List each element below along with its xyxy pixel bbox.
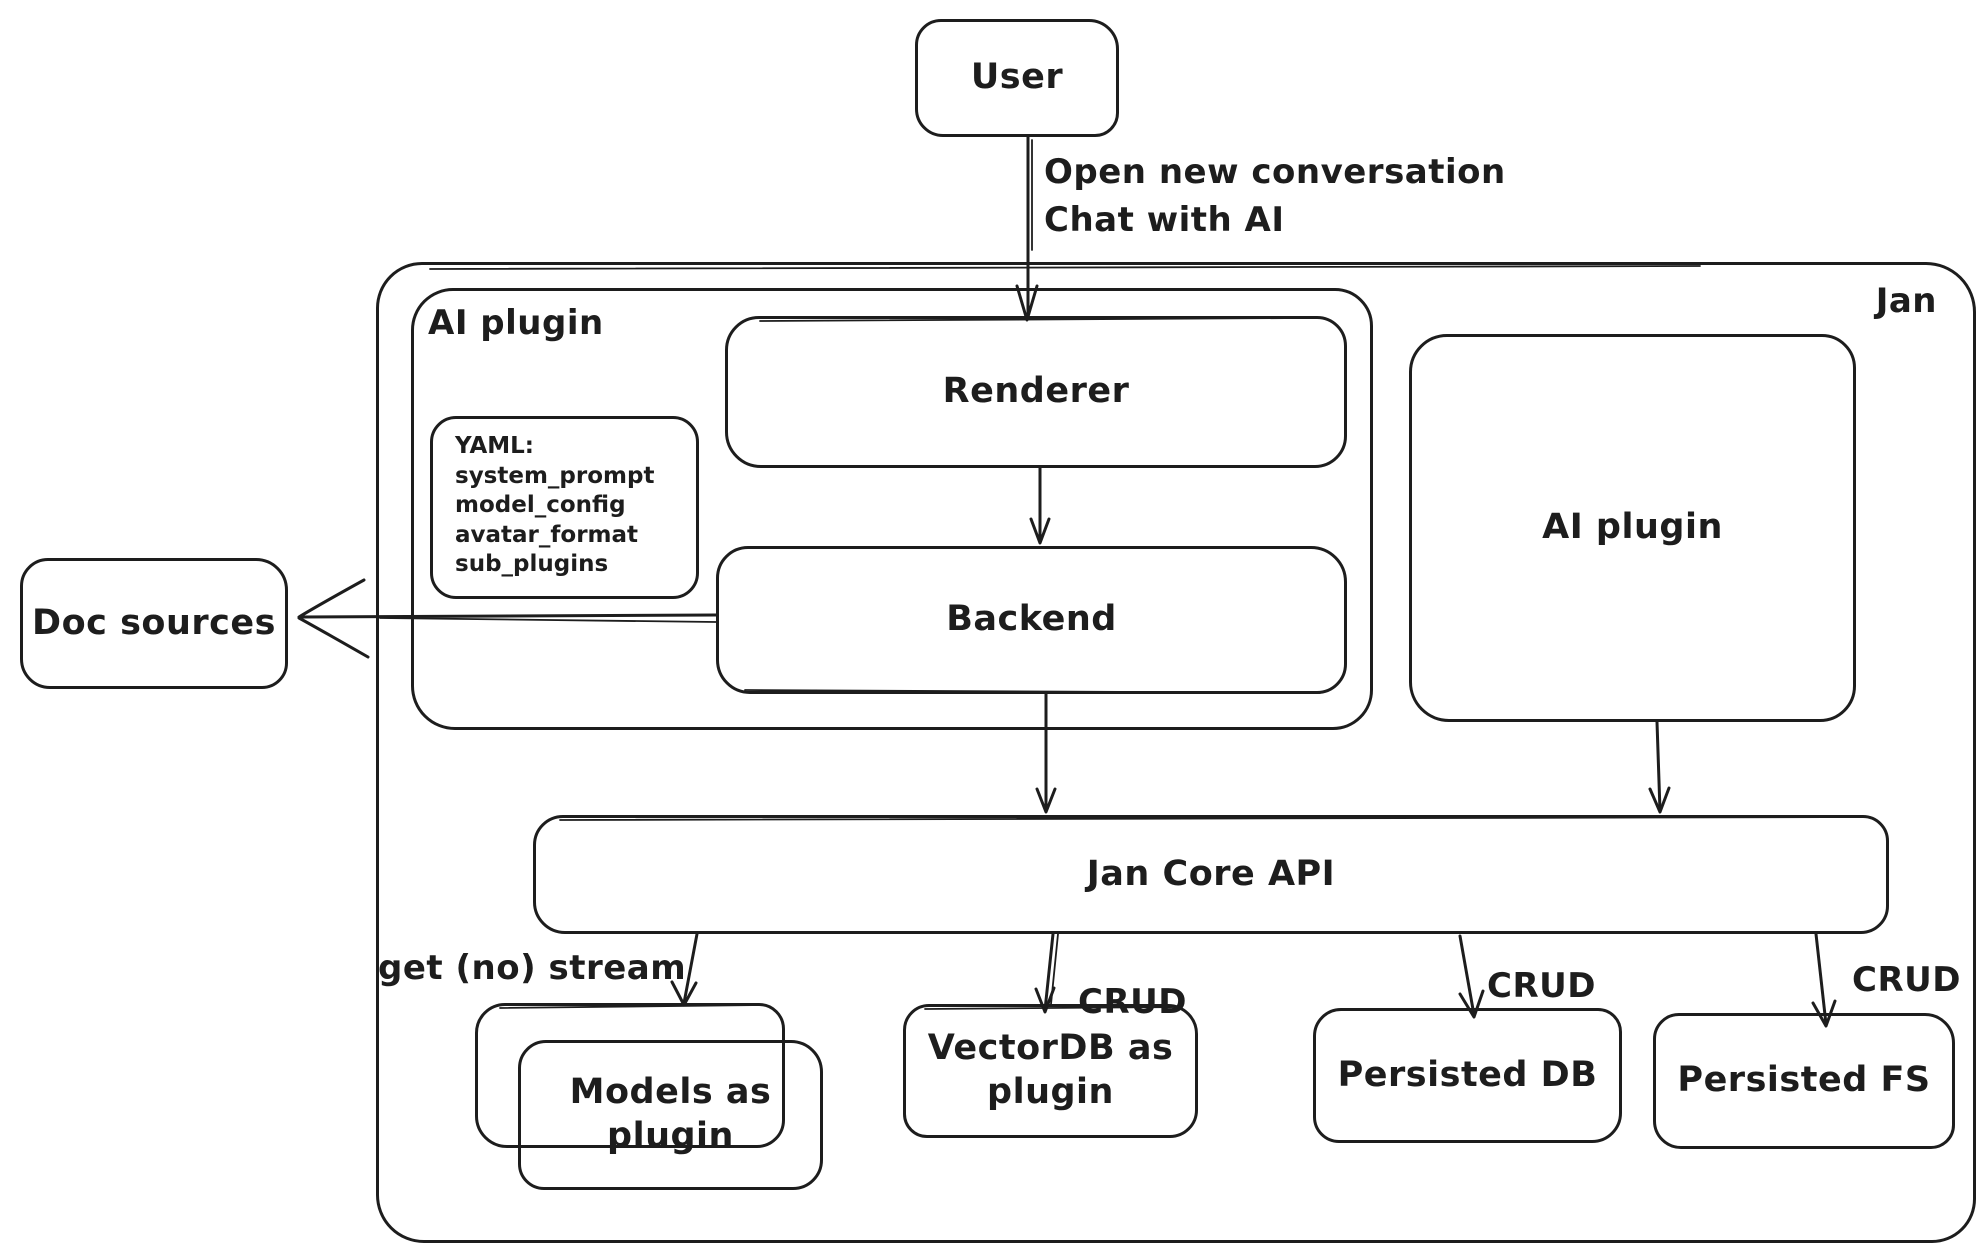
jan-core-api-node: Jan Core API (533, 815, 1889, 934)
jan-core-api-label: Jan Core API (1086, 853, 1336, 894)
vectordb-as-plugin-line2: plugin (987, 1072, 1114, 1112)
doc-sources-label: Doc sources (32, 602, 276, 643)
models-as-plugin-node: Models as plugin (518, 1040, 823, 1190)
yaml-note-line: system_prompt (455, 462, 655, 489)
yaml-note-line: avatar_format (455, 521, 639, 548)
vectordb-as-plugin-label: VectorDB as plugin (928, 1027, 1174, 1115)
edge-label-crud-persisted-db: CRUD (1487, 966, 1596, 1006)
crud-persisted-fs-text: CRUD (1852, 960, 1961, 1000)
edge-label-crud-persisted-fs: CRUD (1852, 960, 1961, 1000)
get-no-stream-text: get (no) stream (378, 948, 687, 988)
yaml-note-line: sub_plugins (455, 551, 609, 577)
jan-container: Jan (376, 262, 1976, 1243)
models-as-plugin-label: Models as plugin (570, 1071, 772, 1159)
renderer-node: Renderer (725, 316, 1347, 468)
edge-label-open-conversation: Open new conversation (1044, 152, 1506, 192)
persisted-db-label: Persisted DB (1337, 1054, 1598, 1095)
ai-plugin-right-label: AI plugin (1542, 507, 1723, 548)
models-as-plugin-outer-box (475, 1003, 785, 1148)
crud-persisted-db-text: CRUD (1487, 966, 1596, 1006)
models-as-plugin-line1: Models as (569, 1072, 772, 1113)
doc-sources-node: Doc sources (20, 558, 288, 689)
edge-label-get-no-stream: get (no) stream (378, 948, 686, 988)
yaml-note: YAML: system_prompt model_config avatar_… (430, 416, 699, 599)
backend-label: Backend (946, 599, 1117, 640)
ai-plugin-left-container: AI plugin (411, 288, 1373, 730)
user-node: User (915, 19, 1119, 137)
user-label: User (970, 57, 1064, 98)
vectordb-as-plugin-line1: VectorDB as (927, 1028, 1174, 1069)
vectordb-as-plugin-node: VectorDB as plugin (903, 1004, 1198, 1138)
ai-plugin-right-node: AI plugin (1409, 334, 1856, 722)
edge-label-chat-with-ai: Chat with AI (1044, 200, 1285, 240)
yaml-note-line: model_config (455, 492, 626, 518)
persisted-db-node: Persisted DB (1313, 1008, 1622, 1143)
persisted-fs-node: Persisted FS (1653, 1013, 1955, 1149)
renderer-label: Renderer (942, 371, 1130, 412)
models-as-plugin-line2: plugin (607, 1116, 734, 1156)
persisted-fs-label: Persisted FS (1677, 1060, 1931, 1101)
jan-label: Jan (1875, 281, 1937, 321)
ai-plugin-left-label: AI plugin (428, 303, 604, 343)
arrow-backend-to-docsources-head (297, 578, 370, 659)
backend-node: Backend (716, 546, 1347, 694)
edge-label-user-to-renderer: Open new conversation Chat with AI (1044, 148, 1506, 244)
yaml-note-line: YAML: (455, 433, 534, 459)
